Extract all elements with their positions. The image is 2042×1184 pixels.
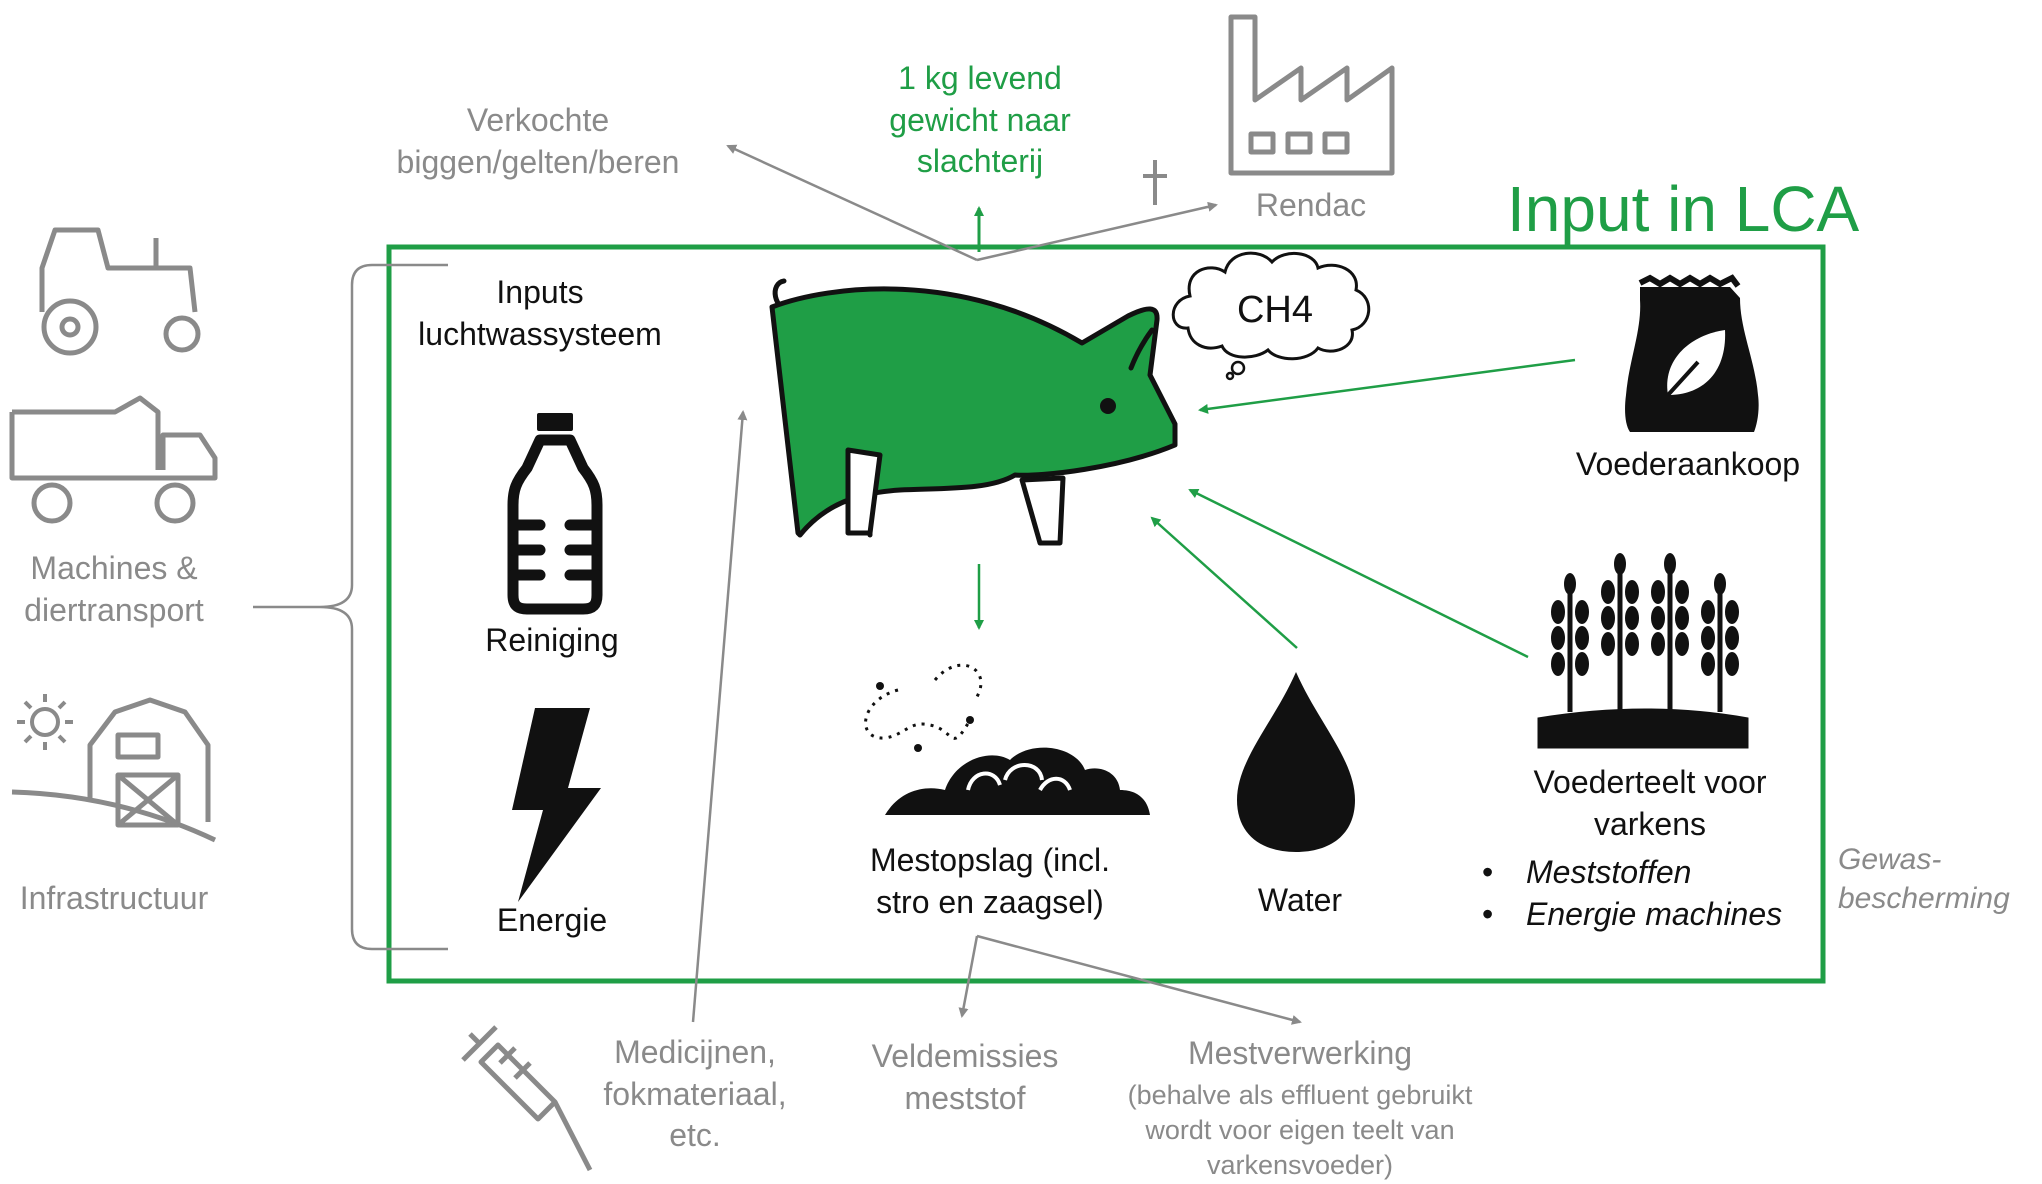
slaughter-output-label: 1 kg levend gewicht naar slachterij <box>889 60 1071 180</box>
water-drop-icon <box>1237 672 1355 852</box>
bottle-icon <box>507 413 603 615</box>
arrow-manure-to-processing <box>976 934 1302 1025</box>
wheat-icon <box>1537 553 1749 749</box>
left-bracket <box>253 263 448 951</box>
feed-purchase-label: Voederaankoop <box>1575 446 1801 482</box>
arrow-to-sold-piglets <box>726 144 978 262</box>
bullet-machine-energy: Energie machines <box>1482 894 1782 936</box>
arrow-crops-to-pig <box>1188 488 1529 659</box>
arrow-to-rendac <box>976 201 1218 262</box>
cross-icon <box>1143 160 1167 205</box>
diagram-title: Input in LCA <box>1507 173 1860 245</box>
sold-piglets-label: Verkochte biggen/gelten/beren <box>396 102 680 180</box>
bullet-fertilizers: Meststoffen <box>1482 852 1782 894</box>
medicines-label: Medicijnen, fokmateriaal, etc. <box>603 1034 787 1154</box>
air-scrubber-label: Inputs luchtwassysteem <box>418 274 662 352</box>
pig-icon <box>769 278 1178 546</box>
crop-protection-label: Gewas- bescherming <box>1838 843 2010 915</box>
factory-icon <box>1228 14 1395 176</box>
energy-label: Energie <box>496 902 608 938</box>
manure-processing-note: (behalve als effluent gebruikt wordt voo… <box>1127 1080 1473 1181</box>
water-label: Water <box>1257 882 1343 918</box>
manure-storage-label: Mestopslag (incl. stro en zaagsel) <box>869 842 1111 920</box>
field-emissions-label: Veldemissies meststof <box>871 1038 1059 1116</box>
truck-icon <box>9 395 218 524</box>
cleaning-label: Reiniging <box>485 622 619 658</box>
machines-label: Machines & diertransport <box>24 550 204 628</box>
arrow-water-to-pig <box>1150 516 1298 649</box>
arrow-feed-to-pig <box>1198 358 1576 414</box>
feed-bag-icon <box>1625 274 1759 432</box>
infrastructure-label: Infrastructuur <box>19 880 209 916</box>
rendac-label: Rendac <box>1255 187 1367 223</box>
ch4-label: CH4 <box>1236 289 1314 331</box>
arrow-manure-to-field <box>958 935 979 1018</box>
tractor-icon <box>39 227 201 356</box>
lightning-icon <box>512 708 601 902</box>
barn-icon <box>11 697 217 843</box>
arrow-medicines-to-pig <box>691 410 748 1023</box>
feed-crops-bullets: Meststoffen Energie machines <box>1482 852 1782 935</box>
syringe-icon <box>461 1025 593 1172</box>
lca-boundary <box>386 244 1826 984</box>
feed-crops-label: Voederteelt voor varkens <box>1533 764 1767 842</box>
cloud-icon <box>1171 251 1371 361</box>
manure-processing-label: Mestverwerking <box>1187 1035 1413 1071</box>
manure-icon <box>864 663 1150 815</box>
sun-icon <box>17 694 73 750</box>
